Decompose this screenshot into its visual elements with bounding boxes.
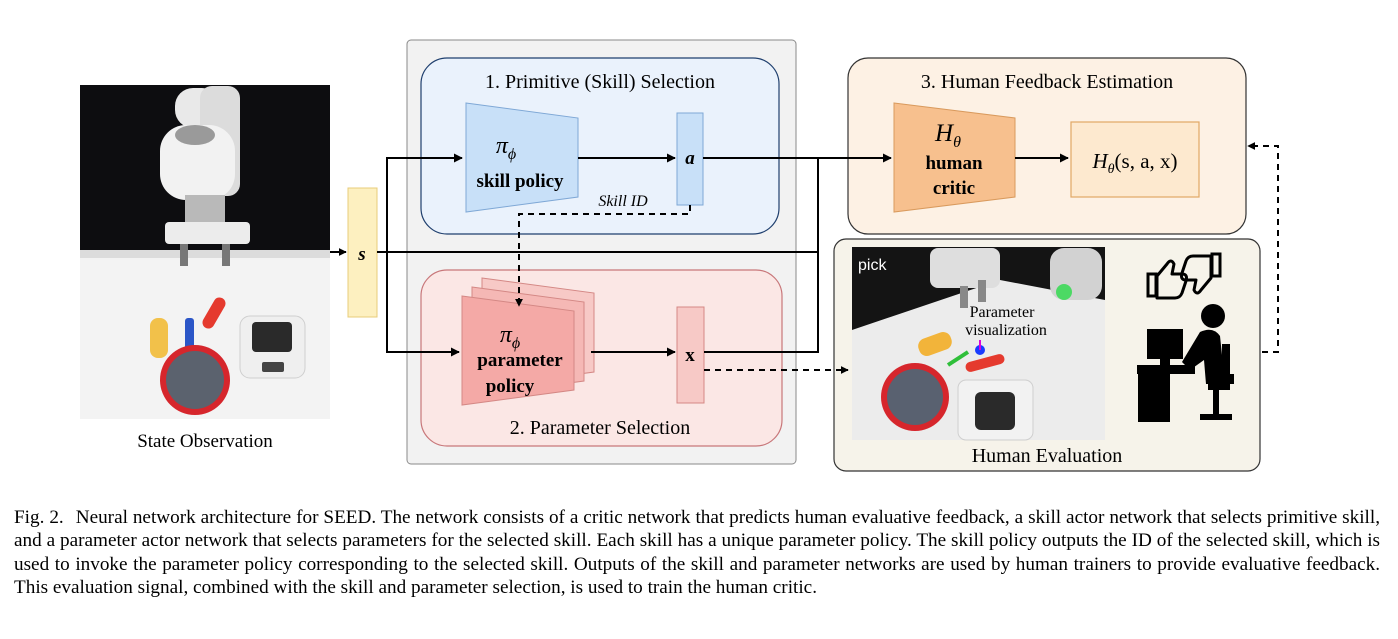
critic-output-sub: θ [1108, 162, 1115, 177]
parameter-selection-title: 2. Parameter Selection [510, 417, 691, 439]
connections [330, 153, 1069, 357]
svg-text:Hθ: Hθ [934, 120, 961, 151]
svg-text:πϕ: πϕ [500, 322, 520, 352]
state-symbol: s [357, 244, 365, 265]
critic-label-1: human [925, 153, 982, 174]
skill-policy-label: skill policy [476, 171, 564, 192]
parameter-output-symbol: x [685, 345, 695, 366]
skill-selection-title: 1. Primitive (Skill) Selection [485, 71, 715, 93]
param-pi-sub: ϕ [512, 335, 520, 352]
figure-label: Fig. 2. [14, 507, 64, 528]
svg-text:Hθ(s, a, x): Hθ(s, a, x) [1091, 149, 1177, 177]
figure-caption: Fig. 2.Neural network architecture for S… [14, 506, 1380, 600]
skill-policy-block [465, 102, 579, 213]
thumbs-up-down-icon [1146, 252, 1222, 300]
evaluation-photo [852, 247, 1105, 441]
dashed-connections [515, 142, 1279, 374]
critic-output-block [1070, 121, 1200, 198]
parameter-policy-label-2: policy [486, 376, 535, 397]
param-visualization-label-1: Parameter [970, 304, 1036, 321]
critic-output-args: (s, a, x) [1115, 149, 1178, 173]
evaluation-photo-tag: pick [858, 257, 887, 274]
human-evaluation-title: Human Evaluation [972, 445, 1123, 467]
param-pi-symbol: π [500, 322, 513, 348]
state-observation-label: State Observation [137, 431, 273, 452]
feedback-estimation-title: 3. Human Feedback Estimation [921, 71, 1173, 93]
parameter-output-block [676, 306, 705, 404]
skill-pi-symbol: π [496, 133, 509, 159]
skill-pi-sub: ϕ [508, 146, 516, 163]
human-trainer-icon [1137, 304, 1234, 422]
param-visualization-label-2: visualization [965, 322, 1047, 339]
svg-text:πϕ: πϕ [496, 133, 516, 163]
critic-label-2: critic [933, 178, 975, 199]
human-critic-block [893, 102, 1016, 213]
figure-caption-text: Neural network architecture for SEED. Th… [14, 507, 1380, 599]
critic-output-main: H [1091, 149, 1109, 173]
parameter-policy-block [461, 295, 575, 406]
skill-id-label: Skill ID [598, 193, 648, 210]
skill-output-symbol: a [685, 148, 695, 169]
parameter-policy-label-1: parameter [477, 350, 563, 371]
seed-architecture-diagram: State Observation s 1. Primitive (Skill)… [80, 39, 1279, 472]
critic-sub: θ [953, 134, 961, 151]
state-observation-image [80, 85, 330, 419]
critic-symbol: H [934, 120, 955, 147]
